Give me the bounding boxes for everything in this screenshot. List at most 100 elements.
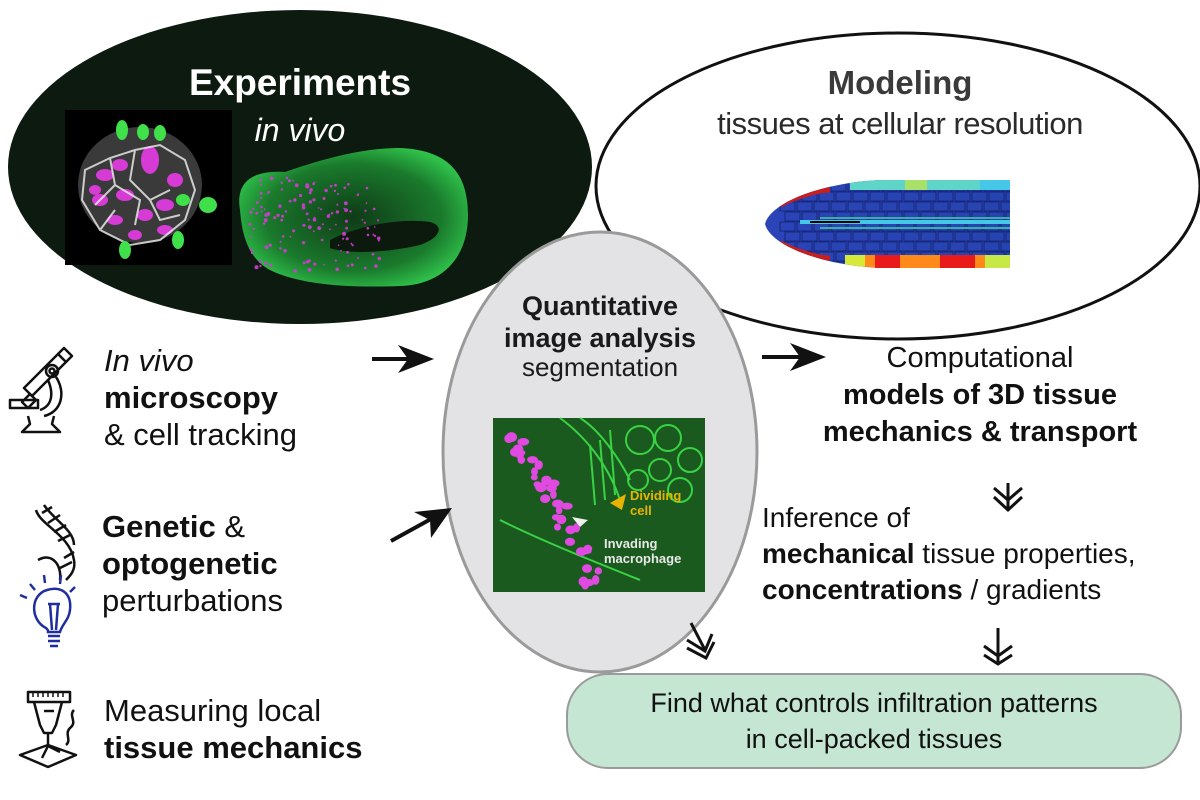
- inference-line3-rest: / gradients: [962, 574, 1102, 605]
- embryo-micrograph: [239, 148, 468, 287]
- embryo-dot: [263, 208, 266, 211]
- embryo-dot: [293, 198, 297, 202]
- macrophage-nucleus: [554, 523, 561, 531]
- embryo-dot: [269, 263, 273, 267]
- root-cell: [971, 231, 988, 242]
- modeling-title: Modeling: [827, 64, 973, 101]
- embryo-dot: [346, 250, 349, 254]
- embryo-dot: [281, 235, 285, 238]
- embryo-dot: [280, 188, 284, 191]
- macrophage-nucleus: [506, 432, 517, 443]
- embryo-dot: [337, 193, 339, 195]
- embryo-dot: [259, 178, 262, 182]
- macrophage-nucleus: [540, 494, 551, 504]
- macrophage-nucleus: [552, 499, 564, 508]
- invading-label-line1: Invading: [604, 536, 658, 551]
- embryo-dot: [251, 207, 255, 210]
- root-cell: [818, 231, 835, 242]
- embryo-dot: [305, 183, 310, 188]
- embryo-dot: [323, 264, 325, 266]
- macrophage-nucleus: [527, 456, 538, 464]
- embryo-dot: [262, 222, 266, 225]
- embryo-dot: [329, 228, 331, 231]
- root-cell: [864, 241, 881, 252]
- computational-line1: Computational: [886, 342, 1074, 374]
- computational-line3: mechanics & transport: [822, 416, 1138, 448]
- embryo-dot: [344, 219, 348, 223]
- method-perturbations: Genetic & optogenetic perturbations: [102, 508, 283, 619]
- arrow-microscopy-to-analysis: [372, 345, 434, 373]
- macrophage-nucleus: [555, 506, 563, 515]
- root-cell: [915, 201, 932, 212]
- embryo-dot: [301, 205, 306, 210]
- embryo-dot: [273, 216, 277, 220]
- double-chevron-down-analysis: [686, 622, 716, 661]
- root-cell: [852, 231, 869, 242]
- root-cell: [983, 201, 1000, 212]
- embryo-dot: [309, 188, 313, 192]
- root-cell: [813, 201, 830, 212]
- embryo-dot: [345, 226, 348, 230]
- embryo-dot: [343, 207, 346, 210]
- embryo-dot: [279, 240, 282, 243]
- embryo-dot: [254, 265, 259, 270]
- microscope-icon: [8, 346, 74, 434]
- embryo-dot: [306, 260, 310, 264]
- embryo-dot: [342, 231, 347, 236]
- embryo-dot: [289, 235, 292, 238]
- root-cell: [903, 191, 920, 202]
- inference-line2-bold: mechanical: [762, 538, 915, 569]
- embryo-dot: [256, 201, 259, 204]
- embryo-dot: [373, 234, 377, 238]
- macrophage-nucleus: [594, 567, 602, 575]
- embryo-dot: [285, 176, 289, 180]
- embryo-dot: [284, 210, 288, 213]
- root-cell: [830, 241, 847, 252]
- root-cell: [801, 231, 818, 242]
- root-cell: [881, 201, 898, 212]
- macrophage-nucleus: [534, 460, 543, 470]
- embryo-dot: [293, 269, 297, 273]
- macrophage-nucleus: [583, 544, 593, 553]
- embryo-dot: [312, 182, 315, 186]
- embryo-dot: [302, 223, 306, 227]
- root-cell: [835, 231, 852, 242]
- root-cell: [915, 241, 932, 252]
- root-cell: [881, 241, 898, 252]
- embryo-dot: [334, 259, 337, 262]
- root-cell: [920, 231, 937, 242]
- dna-icon: [34, 504, 76, 581]
- dividing-label-line1: Dividing: [630, 488, 682, 503]
- embryo-dot: [294, 183, 299, 188]
- embryo-dot: [249, 236, 252, 238]
- laser-measure-icon: [18, 690, 78, 769]
- embryo-dot: [329, 184, 333, 188]
- embryo-dot: [361, 219, 364, 221]
- embryo-dot: [351, 244, 354, 247]
- embryo-dot: [363, 221, 366, 224]
- root-cell: [1005, 231, 1010, 242]
- embryo-dot: [264, 261, 268, 265]
- root-cell: [830, 201, 847, 212]
- modeling-subtitle: tissues at cellular resolution: [717, 106, 1083, 141]
- quantitative-subtitle: segmentation: [521, 352, 679, 382]
- root-cell: [1000, 241, 1010, 252]
- goal-line2: in cell-packed tissues: [745, 724, 1003, 754]
- experiments-title: Experiments: [188, 62, 412, 103]
- root-cell: [886, 231, 903, 242]
- embryo-dot: [259, 192, 263, 195]
- embryo-dot: [307, 225, 312, 230]
- embryo-dot: [308, 191, 312, 195]
- embryo-dot: [344, 208, 348, 213]
- embryo-dot: [258, 260, 262, 263]
- root-cell: [954, 231, 971, 242]
- method-mechanics-line1: Measuring local: [104, 693, 322, 728]
- root-cell: [932, 241, 949, 252]
- embryo-dot: [248, 222, 252, 226]
- root-cell: [903, 231, 920, 242]
- embryo-dot: [350, 263, 354, 267]
- macrophage-nucleus: [561, 502, 573, 510]
- root-cell: [784, 231, 801, 242]
- double-chevron-down-models: [992, 483, 1024, 513]
- root-cell: [813, 241, 830, 252]
